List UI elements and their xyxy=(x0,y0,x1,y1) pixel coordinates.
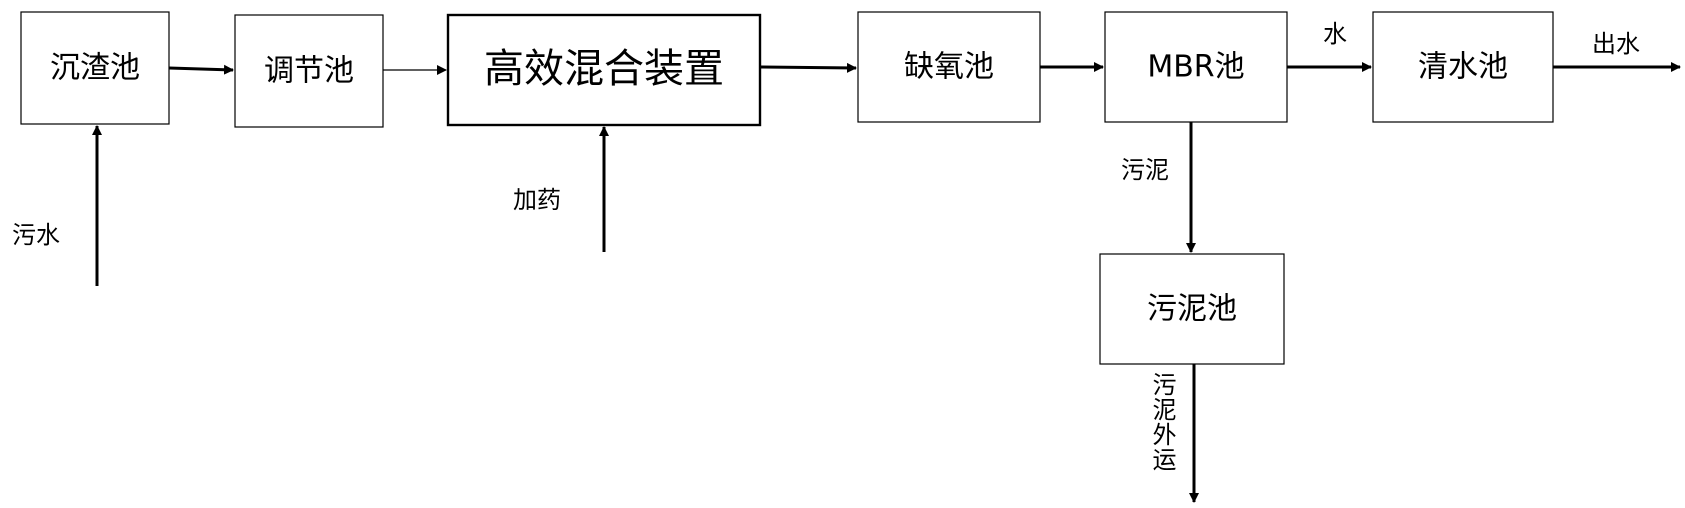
label-dosing: 加药 xyxy=(513,186,561,214)
arrow-mixing-to-anoxic xyxy=(759,62,857,73)
node-settling-tank: 沉渣池 xyxy=(20,11,170,125)
node-sludge-tank-label: 污泥池 xyxy=(1147,292,1237,327)
label-effluent: 出水 xyxy=(1592,30,1640,58)
node-mixing-device-label: 高效混合装置 xyxy=(484,46,724,92)
label-sludge-out: 污泥外运 xyxy=(1148,372,1176,472)
node-mbr-tank-label: MBR池 xyxy=(1147,50,1244,85)
node-mixing-device: 高效混合装置 xyxy=(446,13,762,127)
node-anoxic-tank-label: 缺氧池 xyxy=(904,50,994,85)
node-equalization-tank: 调节池 xyxy=(234,14,384,128)
node-clear-water-tank: 清水池 xyxy=(1372,11,1554,123)
node-equalization-tank-label: 调节池 xyxy=(264,54,354,89)
node-anoxic-tank: 缺氧池 xyxy=(857,11,1041,123)
node-sludge-tank: 污泥池 xyxy=(1099,253,1285,365)
label-water: 水 xyxy=(1323,20,1347,48)
node-settling-tank-label: 沉渣池 xyxy=(50,51,140,86)
arrow-settling-to-equalization xyxy=(168,64,234,75)
node-mbr-tank: MBR池 xyxy=(1104,11,1288,123)
label-sludge: 污泥 xyxy=(1121,156,1169,184)
label-sewage-in: 污水 xyxy=(12,221,60,249)
node-clear-water-tank-label: 清水池 xyxy=(1418,50,1508,85)
